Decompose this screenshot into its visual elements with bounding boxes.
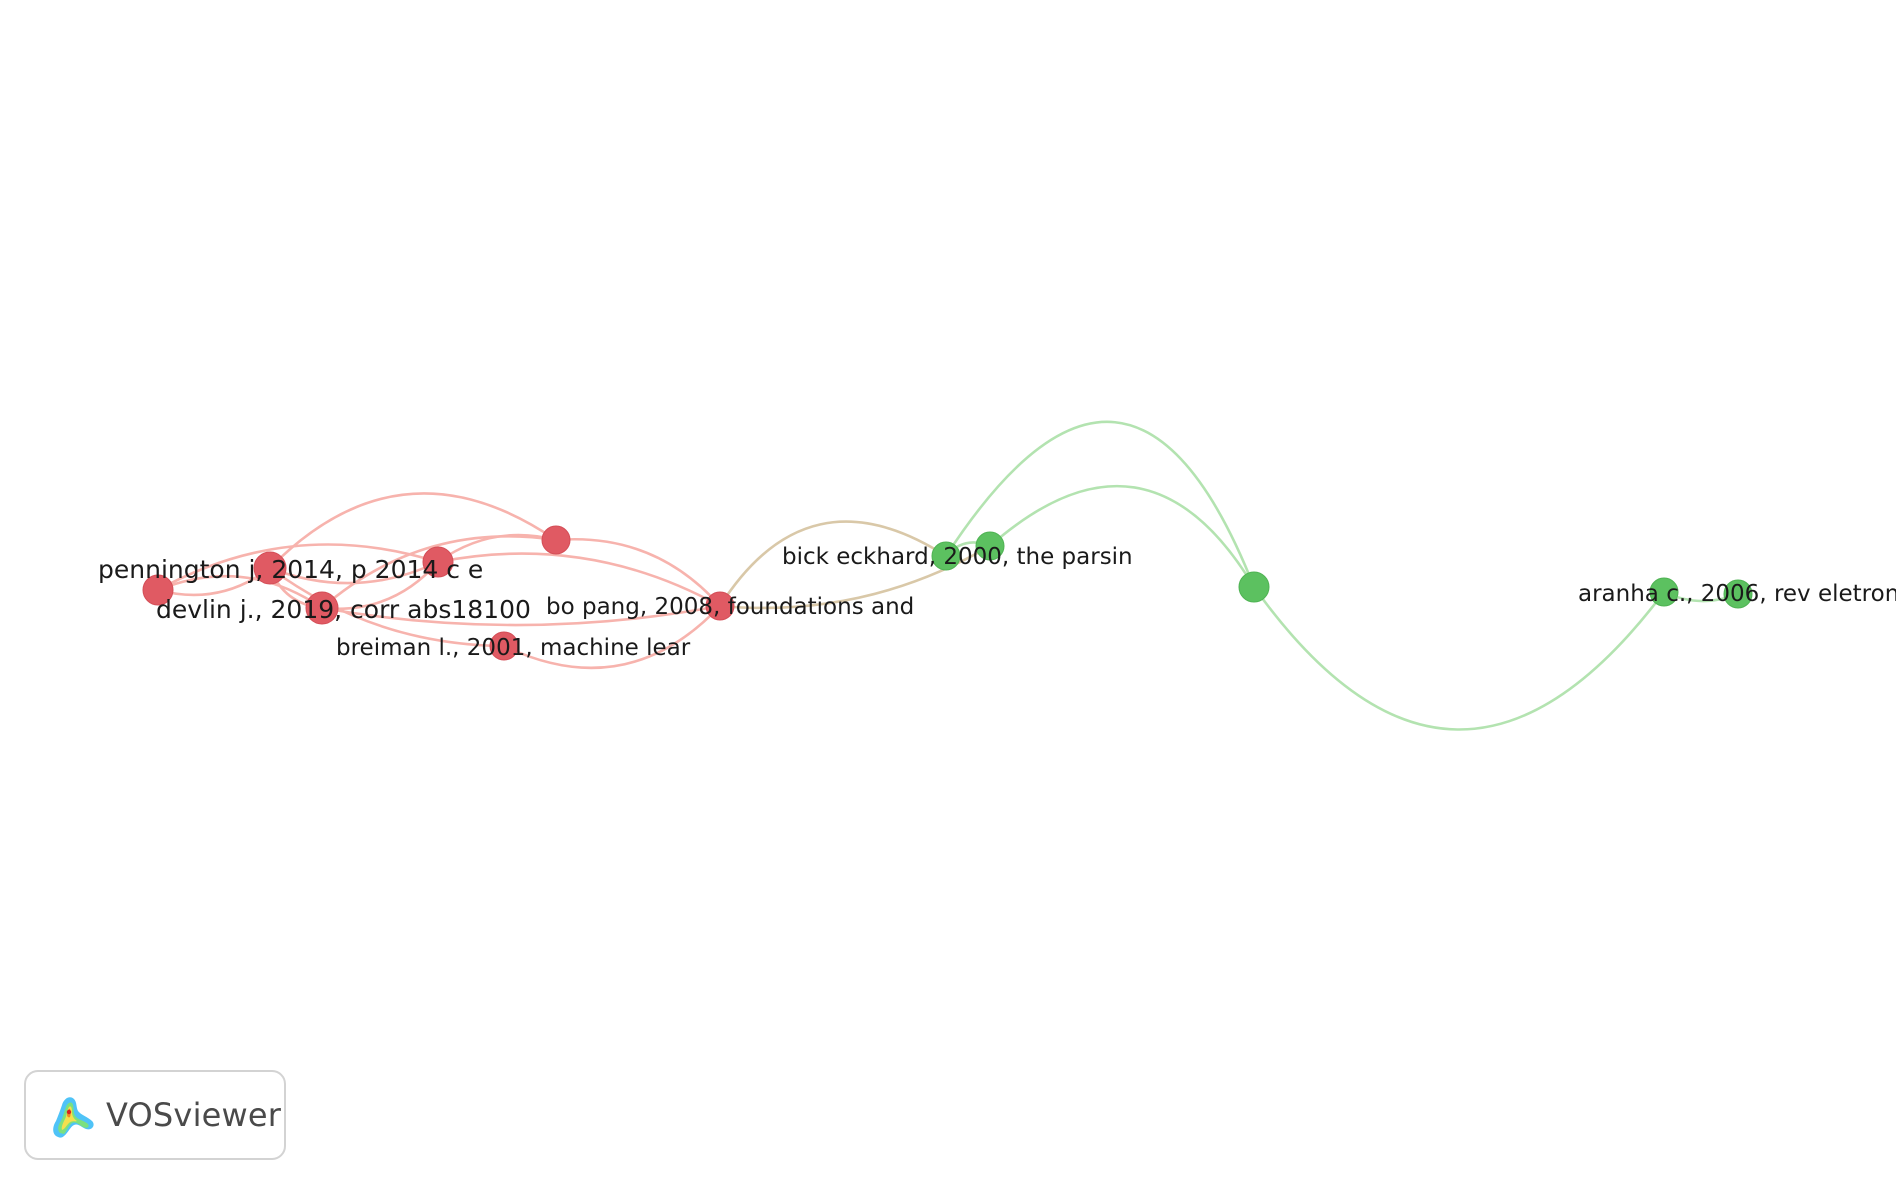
network-node[interactable] (975, 531, 1005, 561)
network-link (554, 537, 722, 608)
network-node[interactable] (541, 525, 571, 555)
network-node[interactable] (422, 546, 454, 578)
network-node[interactable] (142, 574, 174, 606)
network-link (320, 604, 722, 627)
network-link (436, 552, 722, 608)
node-label: pennington j, 2014, p 2014 c e (98, 555, 483, 584)
node-label: aranha c., 2006, rev eletronic (1578, 581, 1896, 607)
network-nodes (142, 525, 1753, 661)
network-node[interactable] (253, 551, 287, 585)
network-labels: pennington j, 2014, p 2014 c e devlin j.,… (98, 544, 1896, 661)
network-link (320, 535, 558, 610)
network-link (1252, 585, 1666, 731)
vosviewer-logo-badge: VOSviewer (24, 1070, 286, 1160)
vosviewer-logo-text: VOSviewer (106, 1096, 282, 1134)
network-link (944, 420, 1256, 589)
network-link (156, 574, 324, 610)
network-link (268, 566, 506, 648)
network-node[interactable] (1723, 579, 1753, 609)
network-link (502, 604, 722, 670)
node-label: breiman l., 2001, machine lear (336, 635, 691, 661)
network-node[interactable] (1238, 571, 1270, 603)
node-label: bo pang, 2008, foundations and (546, 594, 914, 620)
vosviewer-density-logo-icon (53, 1097, 94, 1138)
network-link (268, 492, 558, 570)
network-node[interactable] (305, 591, 339, 625)
network-node[interactable] (931, 541, 961, 571)
network-node[interactable] (489, 631, 519, 661)
network-node[interactable] (1649, 577, 1679, 607)
network-link (988, 484, 1256, 589)
node-label: bick eckhard, 2000, the parsin (782, 544, 1133, 570)
network-node[interactable] (705, 591, 735, 621)
network-link (718, 520, 948, 608)
node-label: devlin j., 2019, corr abs18100 (156, 595, 531, 624)
